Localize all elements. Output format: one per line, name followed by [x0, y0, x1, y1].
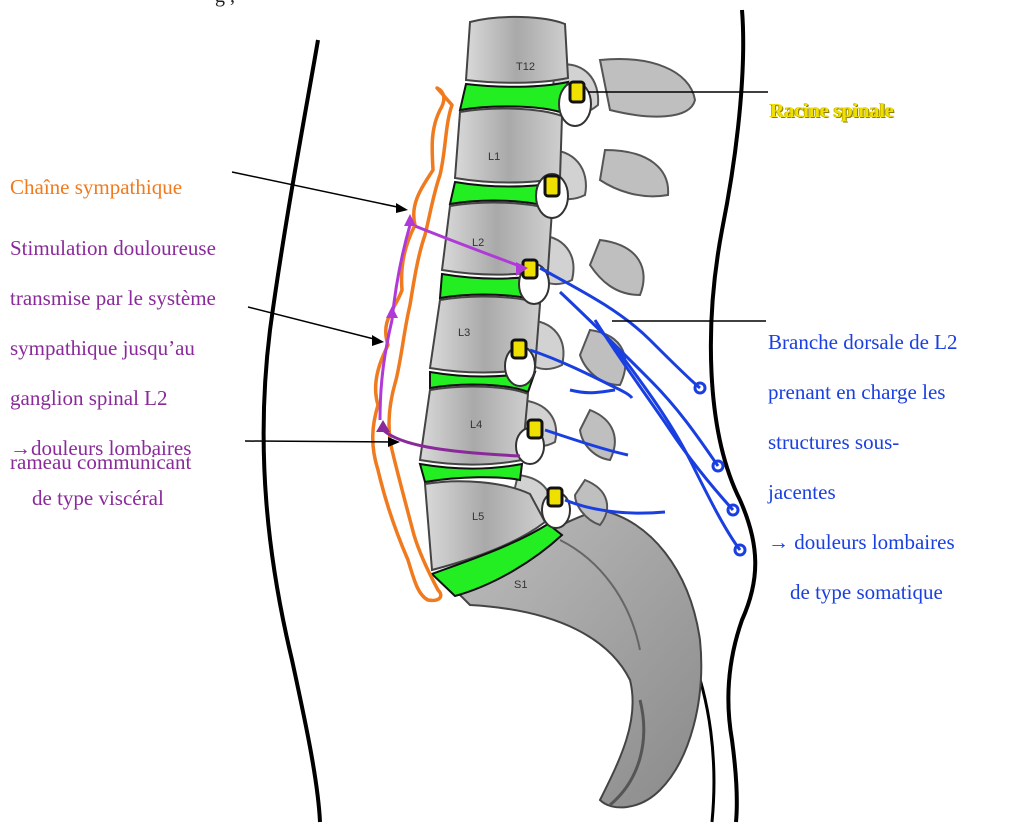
- label-stimulation-line-3: sympathique jusqu’au: [10, 336, 216, 361]
- label-branche-line-4: jacentes: [768, 480, 958, 505]
- body-outline-front: [264, 40, 320, 822]
- vertebra-label-s1: S1: [514, 579, 527, 591]
- label-branche-line-5: → douleurs lombaires: [768, 530, 958, 555]
- label-stimulation: Stimulation douloureuse transmise par le…: [10, 211, 216, 536]
- vertebra-l1: [455, 109, 562, 183]
- disc-t12-l1: [460, 82, 568, 112]
- leader-rameau: [245, 441, 392, 442]
- vertebra-label-t12: T12: [516, 61, 535, 73]
- vertebra-label-l4: L4: [470, 419, 482, 431]
- label-stimulation-line-2: transmise par le système: [10, 286, 216, 311]
- label-branche-line-3: structures sous-: [768, 430, 958, 455]
- spinous-processes: [575, 59, 695, 525]
- vertebra-label-l2: L2: [472, 237, 484, 249]
- label-chaine-sympathique: Chaîne sympathique: [10, 150, 182, 200]
- label-rameau-communicant-text: rameau communicant: [10, 450, 191, 474]
- vertebra-label-l1: L1: [488, 151, 500, 163]
- body-outline-back: [711, 10, 755, 822]
- label-chaine-sympathique-text: Chaîne sympathique: [10, 175, 182, 199]
- label-stimulation-line-6: de type viscéral: [10, 486, 216, 511]
- label-rameau-communicant: rameau communicant: [10, 425, 191, 475]
- top-text-fragment: g ,: [215, 0, 235, 9]
- label-branche-dorsale: Branche dorsale de L2 prenant en charge …: [768, 305, 958, 630]
- disc-l4-l5: [420, 464, 522, 482]
- label-racine-spinale: Racine spinale: [770, 74, 894, 124]
- label-stimulation-line-4: ganglion spinal L2: [10, 386, 216, 411]
- vertebra-label-l5: L5: [472, 511, 484, 523]
- label-branche-line-6: de type somatique: [768, 580, 958, 605]
- label-racine-spinale-text: Racine spinale: [770, 100, 894, 122]
- label-stimulation-line-1: Stimulation douloureuse: [10, 236, 216, 261]
- leader-chaine: [232, 172, 402, 208]
- label-branche-line-2: prenant en charge les: [768, 380, 958, 405]
- label-branche-line-1: Branche dorsale de L2: [768, 330, 958, 355]
- vertebra-label-l3: L3: [458, 327, 470, 339]
